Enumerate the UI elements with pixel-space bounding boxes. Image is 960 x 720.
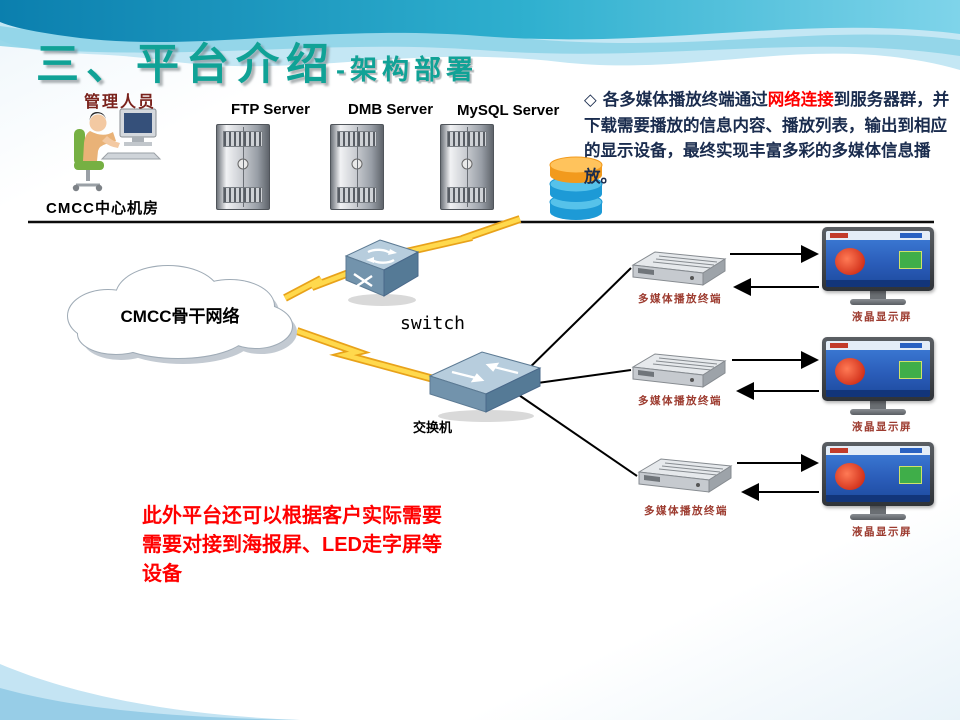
router-cross-arrows xyxy=(353,273,373,289)
screen-green-graphic xyxy=(899,251,922,269)
description-text-after: 到服务器群，并下载需要播放的信息内容、播放列表，输出到相应的显示设备，最终实现丰… xyxy=(584,91,950,186)
server-seam xyxy=(467,127,468,207)
monitor-icon-1 xyxy=(822,227,934,305)
terminal-label-1: 多媒体播放终端 xyxy=(638,293,722,305)
monitor-base xyxy=(850,409,906,415)
header-wave-decoration xyxy=(0,0,960,70)
database-icon xyxy=(549,156,603,220)
monitor-icon-2 xyxy=(822,337,934,415)
screen-green-graphic xyxy=(899,466,922,484)
server-seam xyxy=(357,127,358,207)
screen-logo-red xyxy=(830,448,848,453)
display-label-2: 液晶显示屏 xyxy=(852,421,912,433)
monitor-bezel xyxy=(822,442,934,506)
screen-logo-red xyxy=(830,343,848,348)
server-label-ftp: FTP Server xyxy=(231,101,310,118)
screen-logo-blue xyxy=(900,233,922,238)
screen-logo-red xyxy=(830,233,848,238)
screen-taskbar xyxy=(826,280,930,287)
monitor-bezel xyxy=(822,227,934,291)
page-title-suffix: -架构部署 xyxy=(336,55,478,85)
db-cylinder-top xyxy=(549,156,603,183)
screen-taskbar xyxy=(826,495,930,502)
screen-topbar xyxy=(826,231,930,240)
display-label-3: 液晶显示屏 xyxy=(852,526,912,538)
switch-arrows xyxy=(451,362,519,383)
monitor-stand xyxy=(870,401,886,409)
terminal-icon-3 xyxy=(637,458,733,493)
router-icon xyxy=(344,239,420,306)
monitor-stand xyxy=(870,291,886,299)
screen-red-graphic xyxy=(835,358,865,385)
note-text: 此外平台还可以根据客户实际需要 需要对接到海报屏、LED走字屏等 设备 xyxy=(142,505,442,585)
machine-room-label: CMCC中心机房 xyxy=(46,200,159,217)
person-computer-icon xyxy=(72,108,162,192)
screen-red-graphic xyxy=(835,463,865,490)
display-label-1: 液晶显示屏 xyxy=(852,311,912,323)
monitor-base xyxy=(850,299,906,305)
page-title-main: 三、平台介绍 xyxy=(36,41,336,89)
admin-label: 管理人员 xyxy=(84,94,157,111)
monitor-bezel xyxy=(822,337,934,401)
screen-topbar xyxy=(826,446,930,455)
cloud-label: CMCC骨干网络 xyxy=(120,307,240,326)
cmcc-backbone-cloud: CMCC骨干网络 xyxy=(58,254,302,370)
terminal-icon-1 xyxy=(631,251,727,286)
monitor-screen xyxy=(826,231,930,287)
description-paragraph: ◇ 各多媒体播放终端通过网络连接到服务器群，并下载需要播放的信息内容、播放列表，输… xyxy=(584,88,958,190)
monitor-screen xyxy=(826,341,930,397)
line-switch-terminal-3 xyxy=(512,390,638,477)
screen-logo-blue xyxy=(900,448,922,453)
line-switch-terminal-1 xyxy=(514,267,632,383)
server-seam xyxy=(243,127,244,207)
mysql-server-icon xyxy=(440,124,494,210)
server-label-dmb: DMB Server xyxy=(348,101,434,118)
screen-logo-blue xyxy=(900,343,922,348)
router-label: switch xyxy=(400,313,466,334)
lightning-server-router xyxy=(405,216,521,255)
ftp-server-icon xyxy=(216,124,270,210)
screen-taskbar xyxy=(826,390,930,397)
diamond-bullet: ◇ xyxy=(584,91,597,109)
lightning-cloud-router xyxy=(283,268,355,300)
screen-red-graphic xyxy=(835,248,865,275)
monitor-screen xyxy=(826,446,930,502)
dmb-server-icon xyxy=(330,124,384,210)
description-highlight: 网络连接 xyxy=(767,91,834,109)
terminal-display-arrows xyxy=(730,245,819,501)
monitor-icon-3 xyxy=(822,442,934,520)
cloud-icon xyxy=(67,265,297,364)
monitor-base xyxy=(850,514,906,520)
lightning-cloud-switch xyxy=(296,328,442,384)
server-label-mysql: MySQL Server xyxy=(457,102,560,119)
footer-wave-decoration xyxy=(0,664,300,720)
switch-icon xyxy=(428,351,542,422)
screen-green-graphic xyxy=(899,361,922,379)
screen-topbar xyxy=(826,341,930,350)
switch-label: 交换机 xyxy=(413,420,453,435)
terminal-icon-2 xyxy=(631,353,727,388)
terminal-label-2: 多媒体播放终端 xyxy=(638,395,722,407)
page-title: 三、平台介绍-架构部署 xyxy=(36,30,478,92)
lightning-bolts xyxy=(283,215,522,385)
terminal-label-3: 多媒体播放终端 xyxy=(644,505,728,517)
monitor-stand xyxy=(870,506,886,514)
description-text-before: 各多媒体播放终端通过 xyxy=(602,91,768,109)
